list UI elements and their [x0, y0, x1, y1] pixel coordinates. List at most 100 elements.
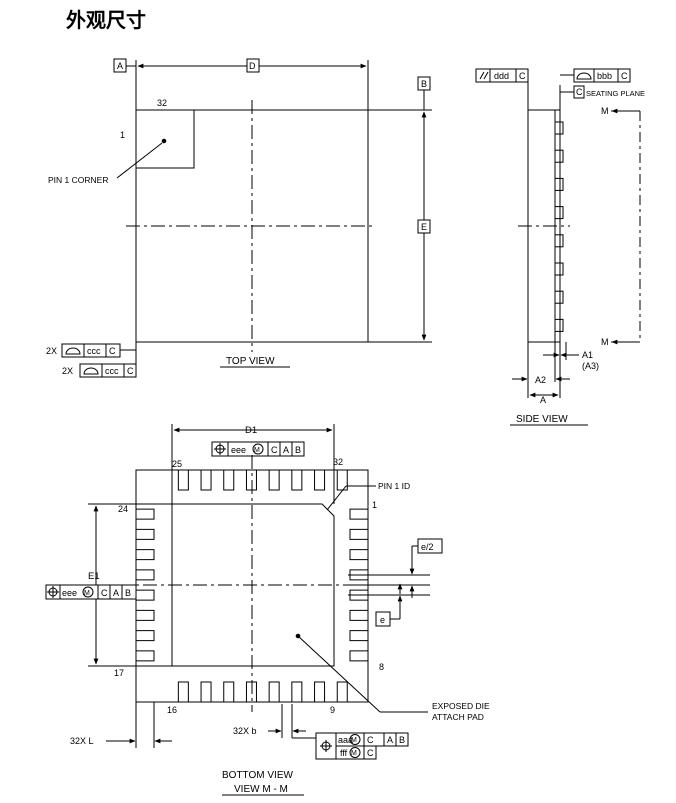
pad-bottom	[336, 681, 348, 703]
side-lead	[554, 290, 564, 304]
pad-bottom	[268, 681, 280, 703]
pad-left	[135, 528, 155, 540]
pad-top	[177, 469, 189, 491]
bottom-pin8-label: 8	[379, 662, 384, 672]
pad-left	[135, 650, 155, 662]
dim-e-label: E	[421, 222, 427, 232]
pad-right	[349, 650, 369, 662]
pin1-id-label: PIN 1 ID	[378, 481, 410, 491]
a2-label: A2	[535, 375, 546, 385]
pad-left	[135, 569, 155, 581]
fcf-profile-datum: C	[621, 71, 628, 81]
dim-d-label: D	[249, 61, 256, 71]
pad-left	[135, 630, 155, 642]
bottom-view-pads	[135, 469, 369, 703]
fcf-profile-tol: bbb	[597, 71, 612, 81]
fcf-b2-d1: C	[367, 748, 374, 758]
a3-label: (A3)	[582, 361, 599, 371]
fcf-left-mod: M	[84, 590, 90, 597]
pin1-corner-label: PIN 1 CORNER	[48, 175, 108, 185]
a1-label: A1	[582, 350, 593, 360]
fcf1-prefix: 2X	[46, 346, 57, 356]
pad-bottom	[223, 681, 235, 703]
fcf-b1-d2: A	[387, 735, 393, 745]
bottom-caption-1: BOTTOM VIEW	[222, 770, 293, 781]
pad-bottom	[177, 681, 189, 703]
pad-right	[349, 609, 369, 621]
side-lead	[554, 121, 564, 135]
bottom-view	[45, 424, 443, 796]
dim-d1-label: D1	[245, 425, 257, 436]
side-view-labels: ddd C bbb C C SEATING PLANE M M A1 (A3) …	[494, 71, 645, 425]
pad-top	[245, 469, 257, 491]
datum-b-label: B	[421, 79, 427, 89]
dim-e-half-label: e/2	[421, 542, 434, 552]
fcf-left-tol: eee	[62, 588, 77, 598]
fcf-parallel-datum: C	[519, 71, 526, 81]
bottom-pin16-label: 16	[167, 705, 177, 715]
top-view-labels: A D B E 32 1 PIN 1 CORNER 2X ccc C 2X cc…	[46, 61, 427, 376]
bottom-caption-2: VIEW M - M	[234, 784, 288, 795]
side-view	[475, 68, 641, 426]
fcf-b1-mod: M	[351, 737, 357, 744]
pad-top	[314, 469, 326, 491]
bottom-pin1-label: 1	[372, 500, 377, 510]
dim-e-label: e	[380, 615, 385, 625]
fcf-b2-tol: fff	[340, 748, 348, 758]
fcf-left-d1: C	[101, 588, 108, 598]
bottom-pin17-label: 17	[114, 668, 124, 678]
pin1-corner-box	[136, 110, 195, 169]
fcf-top-d1: C	[271, 445, 278, 455]
attach-pad-label: ATTACH PAD	[432, 712, 484, 722]
pad-bottom	[291, 681, 303, 703]
top-pin1-label: 1	[120, 130, 125, 140]
a-label: A	[540, 395, 546, 405]
pad-bottom	[314, 681, 326, 703]
bottom-pin9-label: 9	[330, 705, 335, 715]
fcf1-tol: ccc	[87, 346, 101, 356]
dim-l-label: 32X L	[70, 736, 94, 746]
side-view-caption: SIDE VIEW	[516, 414, 568, 425]
dim-e1-label: E1	[88, 571, 100, 582]
pad-top	[223, 469, 235, 491]
pad-top	[291, 469, 303, 491]
fcf2-prefix: 2X	[62, 366, 73, 376]
bottom-pin25-label: 25	[172, 459, 182, 469]
side-lead	[554, 149, 564, 163]
bottom-pin32-label: 32	[333, 457, 343, 467]
fcf1-datum: C	[109, 346, 116, 356]
page-title: 外观尺寸	[66, 8, 146, 32]
dim-b-label: 32X b	[233, 726, 257, 736]
datum-c-label: C	[576, 87, 583, 97]
top-pin32-label: 32	[157, 98, 167, 108]
pad-right	[349, 528, 369, 540]
side-lead	[554, 318, 564, 332]
exposed-die-label: EXPOSED DIE	[432, 701, 490, 711]
pad-left	[135, 589, 155, 601]
pad-right	[349, 630, 369, 642]
side-lead	[554, 206, 564, 220]
seating-plane-label: SEATING PLANE	[586, 89, 645, 98]
fcf-left-d3: B	[125, 588, 131, 598]
pad-right	[349, 549, 369, 561]
pad-top	[268, 469, 280, 491]
m-top-label: M	[601, 106, 609, 116]
exposed-die-pad	[171, 503, 335, 667]
fcf2-tol: ccc	[105, 366, 119, 376]
pad-top	[200, 469, 212, 491]
fcf-top-tol: eee	[231, 445, 246, 455]
datum-a-label: A	[117, 61, 123, 71]
pad-bottom	[200, 681, 212, 703]
fcf-top-d3: B	[295, 445, 301, 455]
pad-left	[135, 609, 155, 621]
side-view-leads	[554, 121, 564, 332]
fcf-left-d2: A	[113, 588, 119, 598]
fcf-b1-tol: aaa	[338, 735, 353, 745]
pad-bottom	[245, 681, 257, 703]
bottom-view-labels: D1 eee M C A B 25 32 PIN 1 ID 1 24 e/2 E…	[62, 425, 490, 795]
fcf-top-d2: A	[283, 445, 289, 455]
pad-left	[135, 549, 155, 561]
fcf-b1-d3: B	[399, 735, 405, 745]
fcf2-datum: C	[127, 366, 134, 376]
